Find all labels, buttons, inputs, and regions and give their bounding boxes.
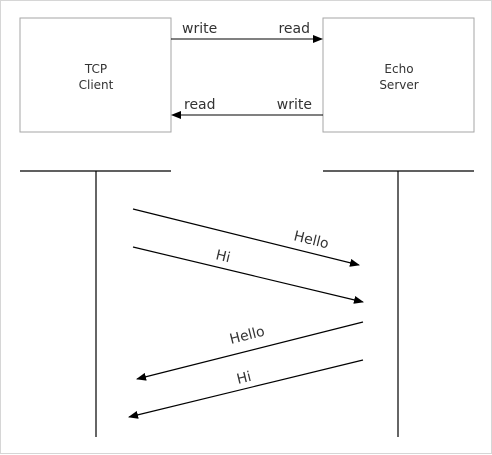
top-left-label: write bbox=[182, 21, 217, 37]
message-arrow-hello-to-client bbox=[136, 321, 364, 381]
message-label-hello-to-client: Hello bbox=[228, 324, 266, 348]
tcp-client-box bbox=[19, 17, 172, 133]
message-label-hi-to-server: Hi bbox=[214, 247, 232, 266]
bottom-right-label: write bbox=[277, 97, 312, 113]
echo-server-label-line1: Echo bbox=[384, 62, 413, 76]
message-arrow-hello-to-server bbox=[132, 208, 360, 267]
tcp-client-label-line2: Client bbox=[79, 78, 114, 92]
message-label-hello-to-server: Hello bbox=[292, 228, 330, 252]
message-label-hi-to-client: Hi bbox=[235, 369, 253, 388]
message-arrow-hi-to-client bbox=[128, 359, 364, 419]
echo-server-label-line2: Server bbox=[379, 78, 418, 92]
top-right-label: read bbox=[278, 21, 310, 37]
message-arrow-hi-to-server bbox=[132, 246, 364, 304]
tcp-client-label-line1: TCP bbox=[84, 62, 107, 76]
echo-server-box bbox=[322, 17, 475, 133]
bottom-left-label: read bbox=[184, 97, 216, 113]
